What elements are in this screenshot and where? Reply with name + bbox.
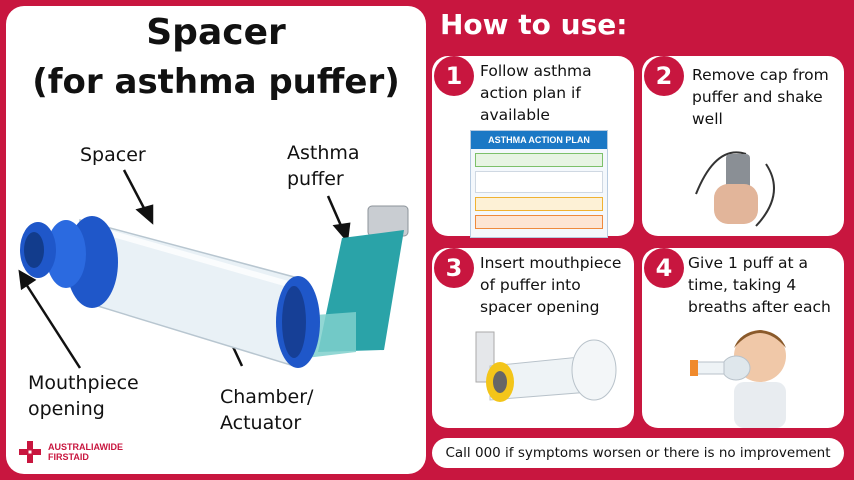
spacer-diagram-panel: Spacer (for asthma puffer) Spacer Asthma…: [6, 6, 426, 474]
label-mouthpiece-opening: Mouthpiece opening: [28, 372, 139, 420]
spacer-illustration: [18, 169, 409, 369]
spacer-with-puffer-photo: [475, 331, 617, 402]
first-aid-cross-icon: [19, 441, 41, 463]
shaking-puffer-photo: [695, 151, 775, 227]
step-1-number: 1: [434, 56, 474, 96]
brand-line1: AUSTRALIAWIDE: [48, 442, 123, 452]
label-asthma-puffer: Asthma puffer: [287, 142, 360, 190]
child-using-spacer-photo: [690, 330, 786, 428]
action-plan-heading: ASTHMA ACTION PLAN: [471, 131, 607, 149]
brand-line2: FIRSTAID: [48, 452, 89, 462]
label-chamber-actuator: Chamber/ Actuator: [220, 386, 314, 434]
step-2-text: Remove cap from puffer and shake well: [692, 66, 829, 128]
step-2-number: 2: [644, 56, 684, 96]
emergency-footer: Call 000 if symptoms worsen or there is …: [432, 438, 844, 468]
step-3-text: Insert mouthpiece of puffer into spacer …: [480, 254, 622, 316]
how-to-use-title: How to use:: [440, 8, 628, 41]
step-card-2: Remove cap from puffer and shake well: [642, 56, 844, 236]
step-1-text: Follow asthma action plan if available: [480, 62, 592, 124]
step-3-number: 3: [434, 248, 474, 288]
australiawide-logo: AUSTRALIAWIDE FIRSTAID: [18, 440, 123, 464]
label-spacer: Spacer: [80, 144, 146, 166]
step-4-text: Give 1 puff at a time, taking 4 breaths …: [688, 254, 831, 316]
asthma-action-plan-image: ASTHMA ACTION PLAN: [470, 130, 608, 238]
step-4-number: 4: [644, 248, 684, 288]
spacer-title: Spacer: [146, 12, 286, 53]
spacer-subtitle: (for asthma puffer): [32, 62, 400, 102]
